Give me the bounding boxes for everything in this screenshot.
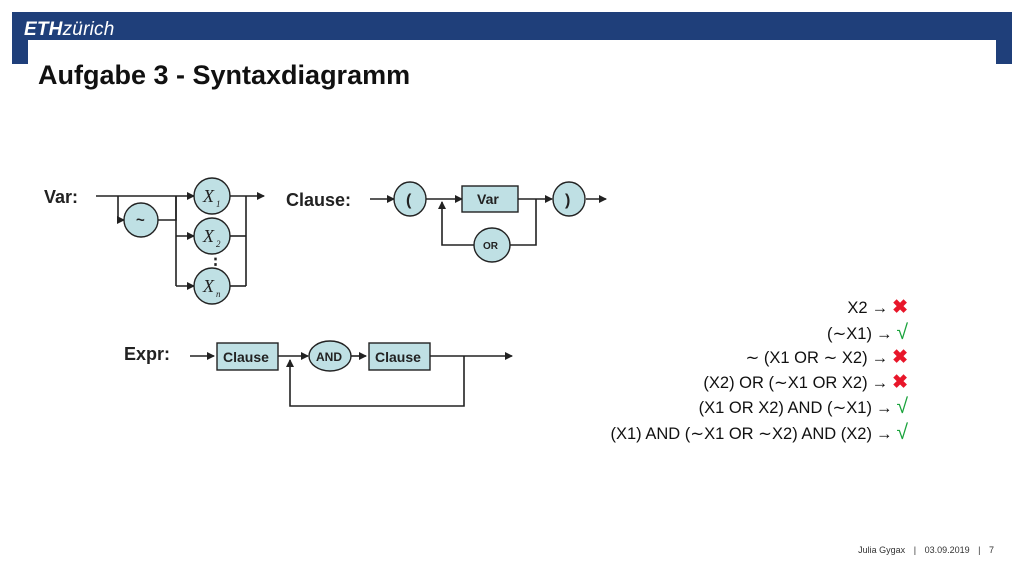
xn-sub: n [216,289,221,299]
example-row: (X1) AND (∼X1 OR ∼X2) AND (X2)→√ [611,421,909,447]
slide-title: Aufgabe 3 - Syntaxdiagramm [38,60,411,90]
example-expr: (∼X1) [826,324,872,343]
examples-list: X2→✖ (∼X1)→√ ∼ (X1 OR ∼ X2)→✖ (X2) OR (∼… [611,296,909,446]
logo-zurich-text: zürich [62,19,115,40]
footer-separator: | [978,545,981,555]
clause-box-1 [216,342,279,371]
example-expr: ∼ (X1 OR ∼ X2) [745,349,868,367]
open-paren-node [393,181,427,217]
header-white-strip [28,40,996,64]
x2-node [193,217,231,255]
example-row: ∼ (X1 OR ∼ X2)→✖ [611,346,908,371]
or-node [473,227,511,263]
or-text: OR [483,241,499,252]
arrow-icon: → [875,424,893,443]
arrow-icon: → [875,399,893,417]
example-row: (∼X1)→√ [611,320,908,347]
expr-diagram: Expr: Clause AND Clause [124,340,431,372]
example-expr: X2 [847,299,868,317]
close-paren-node [552,181,586,217]
var-label: Var: [44,187,78,207]
cross-icon: ✖ [892,371,908,393]
var-box [461,185,519,213]
arrow-icon: → [871,349,889,367]
x1-node [193,177,231,215]
cross-icon: ✖ [892,347,908,368]
clause-label: Clause: [286,190,351,210]
check-icon: √ [896,420,908,444]
xn-node [193,267,231,305]
example-row: (X1 OR X2) AND (∼X1)→√ [611,395,908,421]
expr-label: Expr: [124,344,170,364]
tilde-node [123,202,159,238]
footer-date: 03.09.2019 [924,545,970,555]
x1-sub: 1 [216,199,221,209]
and-text: AND [316,350,342,364]
clause-box-2-text: Clause [375,349,421,365]
xn-letter: X [202,276,215,296]
tilde-text: ~ [136,212,145,229]
var-box-text: Var [477,191,499,207]
footer-author: Julia Gygax [858,545,906,555]
example-expr: (X2) OR (∼X1 OR X2) [703,373,868,392]
check-icon: √ [896,320,908,344]
cross-icon: ✖ [892,297,908,318]
clause-box-1-text: Clause [223,349,269,365]
close-paren-text: ) [565,192,570,209]
and-node [308,340,352,372]
example-expr: (X1 OR X2) AND (∼X1) [698,399,872,417]
footer-separator: | [913,545,917,555]
arrow-icon: → [875,324,893,343]
x2-sub: 2 [216,239,221,249]
footer-page-number: 7 [988,545,994,555]
clause-box-2 [368,342,431,371]
arrow-icon: → [871,299,889,317]
x1-letter: X [202,186,215,206]
logo-eth-text: ETH [24,19,63,40]
clause-diagram: Clause: ( Var ) OR [286,181,586,263]
open-paren-text: ( [406,192,412,209]
example-expr: (X1) AND (∼X1 OR ∼X2) AND (X2) [610,424,872,443]
check-icon: √ [896,395,908,418]
var-diagram: Var: ~ X 1 X 2 ⋮ X n [44,177,231,305]
example-row: X2→✖ [611,296,908,321]
arrow-icon: → [871,373,889,392]
eth-logo: ETHzürich [24,19,115,41]
footer: Julia Gygax | 03.09.2019 | 7 [852,545,994,555]
x2-letter: X [202,226,215,246]
example-row: (X2) OR (∼X1 OR X2)→✖ [611,371,908,396]
